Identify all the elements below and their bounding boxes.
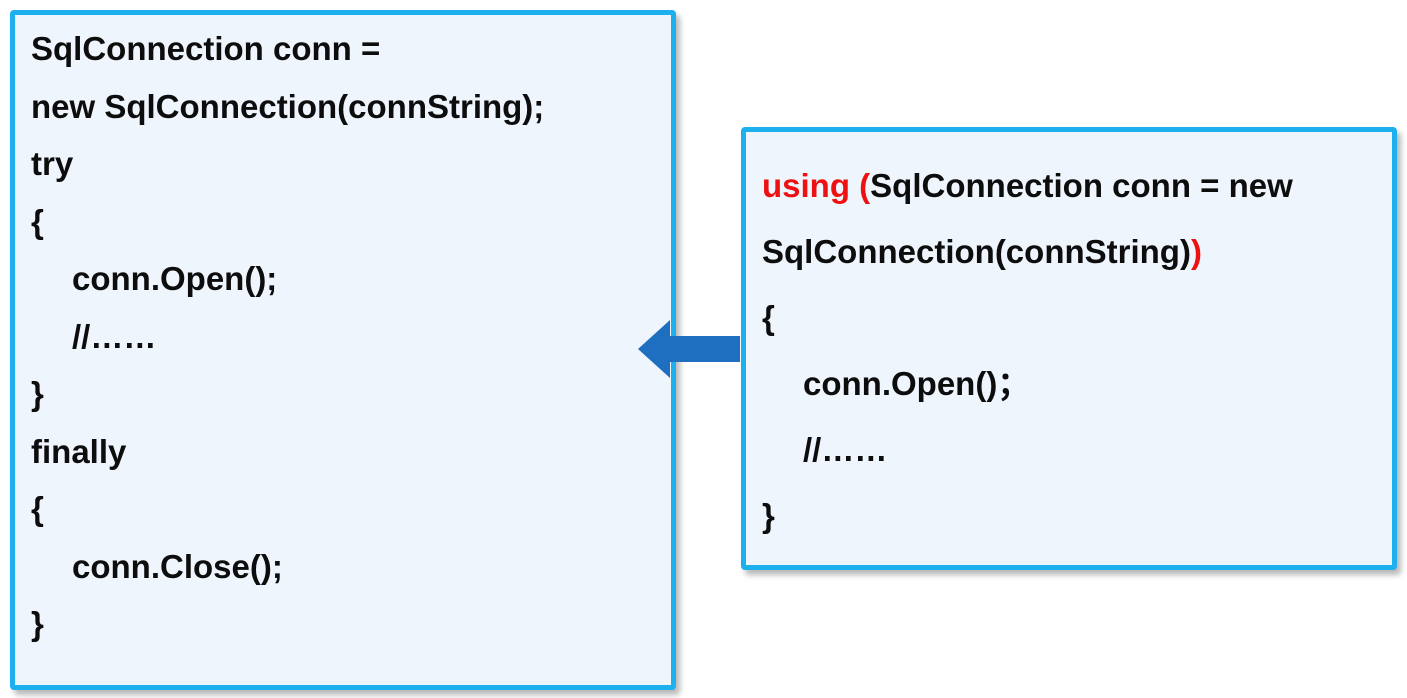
code-line: } bbox=[31, 605, 44, 642]
open-paren: ( bbox=[850, 167, 871, 204]
close-paren: ) bbox=[1190, 233, 1202, 270]
constructor-call: SqlConnection(connString) bbox=[762, 233, 1191, 270]
code-line-using: using (SqlConnection conn = new bbox=[762, 160, 1392, 226]
code-line: finally bbox=[31, 432, 127, 470]
code-line: conn.Open(); bbox=[72, 260, 278, 297]
code-line: conn.Close(); bbox=[72, 547, 283, 585]
code-line: SqlConnection conn = bbox=[31, 30, 381, 67]
code-line: //…… bbox=[72, 317, 157, 355]
code-line: new SqlConnection(connString); bbox=[31, 87, 545, 125]
code-line: { bbox=[31, 490, 44, 527]
code-line: { bbox=[762, 299, 775, 336]
arrow-left-icon bbox=[638, 320, 740, 378]
using-keyword: using bbox=[762, 167, 850, 204]
code-line: } bbox=[762, 497, 775, 534]
using-declaration: SqlConnection conn = new bbox=[870, 167, 1293, 204]
code-line-using-cont: SqlConnection(connString)) bbox=[762, 226, 1392, 292]
using-code-box: using (SqlConnection conn = new SqlConne… bbox=[741, 127, 1397, 570]
code-line: { bbox=[31, 202, 44, 240]
code-line: try bbox=[31, 145, 74, 182]
code-line: } bbox=[31, 375, 44, 412]
code-line: conn.Open()； bbox=[803, 365, 1031, 402]
code-line: //…… bbox=[803, 431, 888, 468]
try-finally-code-box: SqlConnection conn = new SqlConnection(c… bbox=[10, 10, 676, 690]
